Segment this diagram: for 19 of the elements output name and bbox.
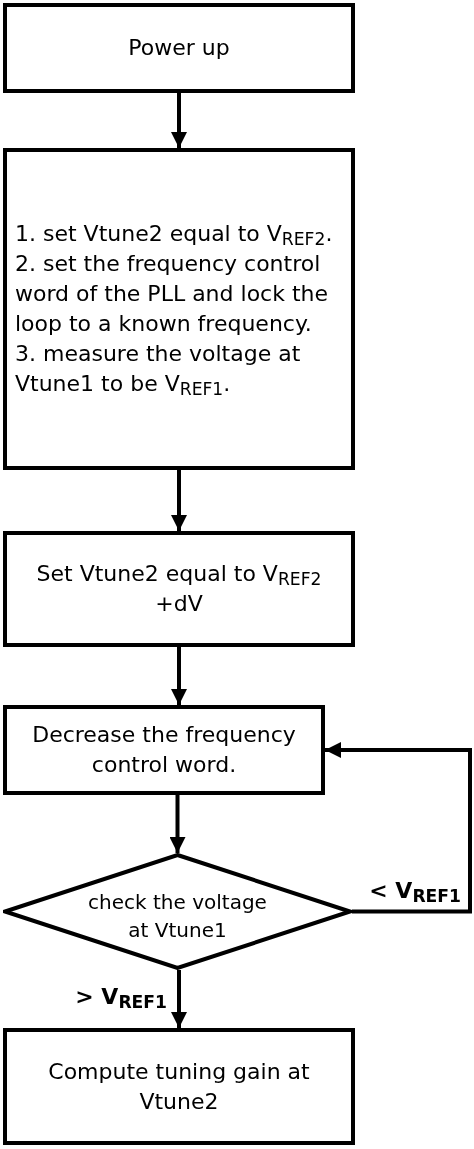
node-text: Compute tuning gain at Vtune2 xyxy=(47,1057,311,1116)
arrow xyxy=(171,647,187,705)
node-text: 3. measure the voltage at Vtune1 to be V$_{REF1}$. xyxy=(15,340,302,399)
node-text: 1. set Vtune2 equal to V$_{REF2}$. xyxy=(15,220,333,249)
node-text: check the voltage at Vtune1 xyxy=(87,888,268,944)
node-text: 2. set the frequency control word of the PLL and lock the loop to a known frequency. xyxy=(15,250,330,338)
node-text: Power up xyxy=(128,34,230,62)
arrow xyxy=(325,742,472,914)
process-box xyxy=(3,531,355,647)
process-box xyxy=(3,3,355,93)
node-text: Decrease the frequency control word. xyxy=(31,721,297,779)
arrow xyxy=(171,93,187,148)
arrow xyxy=(171,470,187,531)
process-box xyxy=(3,1028,355,1145)
arrow xyxy=(169,795,186,853)
node-text: Set Vtune2 equal to V$_{REF2}$ +dV xyxy=(35,560,323,618)
arrow xyxy=(171,970,187,1028)
process-box xyxy=(3,148,355,470)
process-box xyxy=(3,705,325,795)
